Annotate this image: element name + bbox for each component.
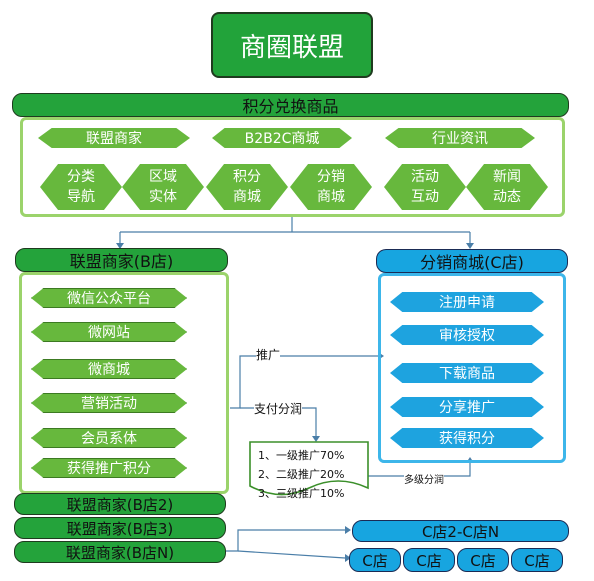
points-exchange-bar: 积分兑换商品	[12, 93, 569, 117]
step-wechat-platform[interactable]: 微信公众平台	[31, 288, 187, 308]
page-title: 商圈联盟	[211, 12, 373, 78]
merchant-b3-pill[interactable]: 联盟商家(B店3)	[14, 517, 226, 539]
group-header-industry-news[interactable]: 行业资讯	[385, 128, 535, 148]
c-store-pill-2[interactable]: C店	[403, 548, 455, 572]
share-level-2: 2、二级推广20%	[258, 468, 345, 481]
step-download-products[interactable]: 下载商品	[390, 363, 544, 383]
merchant-b-header: 联盟商家(B店)	[15, 248, 228, 272]
item-regional-store[interactable]: 区域 实体	[122, 164, 204, 210]
distribution-c-panel	[378, 273, 566, 463]
group-header-b2b2c[interactable]: B2B2C商城	[212, 128, 352, 148]
c-store-range-pill[interactable]: C店2-C店N	[352, 520, 569, 542]
item-points-mall[interactable]: 积分 商城	[206, 164, 288, 210]
step-review-authorize[interactable]: 审核授权	[390, 325, 544, 345]
share-level-1: 1、一级推广70%	[258, 449, 345, 462]
c-store-pill-3[interactable]: C店	[457, 548, 509, 572]
step-membership[interactable]: 会员系体	[31, 428, 187, 448]
group-header-alliance[interactable]: 联盟商家	[38, 128, 190, 148]
label-promote: 推广	[256, 346, 281, 363]
c-store-pill-4[interactable]: C店	[511, 548, 563, 572]
c-store-pill-1[interactable]: C店	[349, 548, 401, 572]
step-marketing[interactable]: 营销活动	[31, 393, 187, 413]
step-micro-mall[interactable]: 微商城	[31, 359, 187, 379]
label-multi-share: 多级分润	[404, 471, 444, 486]
distribution-c-header: 分销商城(C店)	[376, 249, 568, 273]
item-category-nav[interactable]: 分类 导航	[40, 164, 122, 210]
item-distribution-mall[interactable]: 分销 商城	[290, 164, 372, 210]
merchant-bn-pill[interactable]: 联盟商家(B店N)	[14, 541, 226, 563]
step-earn-points[interactable]: 获得积分	[390, 428, 544, 448]
item-news[interactable]: 新闻 动态	[466, 164, 548, 210]
share-ratio-document	[249, 441, 369, 496]
merchant-b-panel	[19, 272, 229, 494]
exchange-panel	[20, 117, 565, 217]
step-register[interactable]: 注册申请	[390, 292, 544, 312]
step-share-promote[interactable]: 分享推广	[390, 397, 544, 417]
share-levels: 1、一级推广70% 2、二级推广20% 3、三级推广10%	[252, 442, 368, 507]
item-activities[interactable]: 活动 互动	[384, 164, 466, 210]
step-micro-site[interactable]: 微网站	[31, 322, 187, 342]
step-earn-promo-points[interactable]: 获得推广积分	[31, 458, 187, 478]
merchant-b2-pill[interactable]: 联盟商家(B店2)	[14, 493, 226, 515]
share-level-3: 3、三级推广10%	[258, 487, 345, 500]
label-pay-share: 支付分润	[254, 400, 303, 417]
